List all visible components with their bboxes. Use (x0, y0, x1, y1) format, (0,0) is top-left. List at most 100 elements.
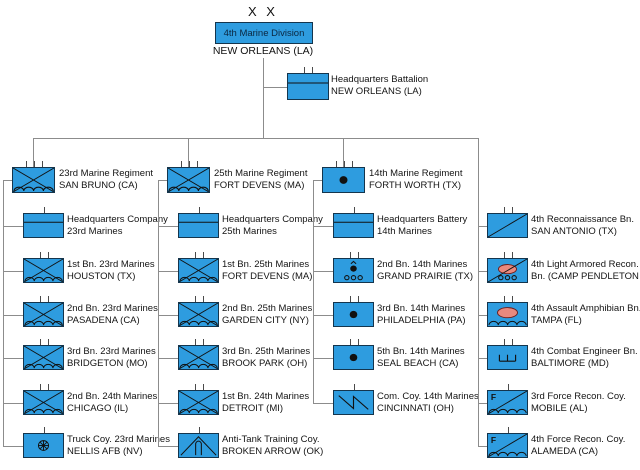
echelon-tick (33, 161, 35, 167)
unit-location: BROOK PARK (OH) (222, 358, 308, 370)
echelon-tick (503, 252, 505, 258)
echelon-tick (507, 384, 509, 390)
echelon-tick (194, 384, 196, 390)
unit-name: 4th Light Armored Recon. (531, 259, 639, 270)
echelon-tick (511, 339, 513, 345)
unit-name: 14th Marine Regiment (369, 168, 463, 179)
echelon-tick (202, 384, 204, 390)
unit-name: 4th Combat Engineer Bn. (531, 346, 638, 357)
unit-name: 3rd Force Recon. Coy. (531, 391, 626, 402)
unit-symbol-box (23, 302, 64, 327)
unit-symbol-box (23, 258, 64, 283)
connector-line (313, 180, 314, 403)
unit-symbol-box (23, 433, 64, 458)
aav-icon (488, 307, 527, 326)
unit-name: 4th Reconnaissance Bn. (531, 214, 634, 225)
unit-location: PHILADELPHIA (PA) (377, 315, 466, 327)
signal-icon (338, 395, 369, 410)
echelon-tick (194, 252, 196, 258)
unit-name: 2nd Bn. 14th Marines (377, 259, 468, 270)
unit-location: 23rd Marines (67, 226, 123, 238)
unit-location: GARDEN CITY (NY) (222, 315, 309, 327)
svg-text:F: F (491, 392, 496, 402)
connector-line (33, 138, 478, 139)
connector-line (3, 271, 23, 272)
arty-icon (339, 176, 348, 184)
unit-symbol-box (487, 258, 528, 283)
echelon-tick (357, 339, 359, 345)
unit-symbol-box (178, 213, 219, 238)
unit-symbol-box (12, 167, 55, 193)
echelon-tick (343, 161, 345, 167)
unit-symbol-box (487, 213, 528, 238)
echelon-tick (503, 339, 505, 345)
inf-amphib-icon (24, 346, 63, 369)
unit-symbol-box (287, 73, 329, 100)
unit-name: 1st Bn. 23rd Marines (67, 259, 155, 270)
unit-location: 14th Marines (377, 226, 432, 238)
inf-amphib-icon (179, 259, 218, 282)
unit-location: NELLIS AFB (NV) (67, 446, 143, 458)
connector-line (263, 58, 264, 138)
connector-line (158, 271, 178, 272)
connector-line (33, 138, 34, 167)
unit-location: CINCINNATI (OH) (377, 403, 454, 415)
unit-symbol-box (333, 390, 374, 415)
echelon-tick (503, 207, 505, 213)
echelon-tick (353, 207, 355, 213)
connector-line (313, 226, 333, 227)
unit-symbol-box (178, 345, 219, 370)
echelon-tick (511, 207, 513, 213)
unit-symbol-box (322, 167, 365, 193)
connector-line (478, 446, 487, 447)
connector-line (3, 358, 23, 359)
inf-amphib-icon (179, 391, 218, 414)
connector-line (478, 271, 487, 272)
unit-label: 4th Light Armored Recon.Bn. (CAMP PENDLE… (531, 259, 639, 284)
inf-amphib-icon (179, 346, 218, 369)
unit-location: FORT DEVENS (MA) (222, 271, 313, 283)
unit-name: Headquarters Company (222, 214, 323, 225)
connector-line (478, 358, 487, 359)
unit-location: SEAL BEACH (CA) (377, 358, 459, 370)
echelon-tick (47, 296, 49, 302)
echelon-tick (47, 339, 49, 345)
svg-text:F: F (491, 435, 496, 445)
unit-symbol-box: F (487, 390, 528, 415)
echelon-tick (43, 427, 45, 433)
echelon-tick (349, 296, 351, 302)
connector-line (478, 226, 487, 227)
hq-icon (334, 221, 373, 223)
arty-towed-icon (344, 260, 363, 281)
unit-location: 25th Marines (222, 226, 277, 238)
arty-icon (349, 310, 358, 319)
echelon-tick (202, 296, 204, 302)
unit-symbol-box (178, 302, 219, 327)
unit-symbol-box (487, 302, 528, 327)
unit-name: 4th Assault Amphibian Bn. (531, 303, 640, 314)
connector-line (158, 446, 178, 447)
unit-name: 1st Bn. 25th Marines (222, 259, 310, 270)
unit-symbol-box (487, 345, 528, 370)
unit-location: TAMPA (FL) (531, 315, 582, 327)
echelon-tick (39, 252, 41, 258)
echelon-tick (312, 67, 313, 73)
echelon-tick (507, 427, 509, 433)
unit-symbol-box: F (487, 433, 528, 458)
division-location: NEW ORLEANS (LA) (212, 45, 314, 57)
connector-line (3, 180, 12, 181)
echelon-tick (349, 252, 351, 258)
unit-symbol-box (178, 390, 219, 415)
unit-symbol-box (178, 258, 219, 283)
hq-icon (288, 82, 328, 84)
connector-line (313, 403, 333, 404)
echelon-tick (351, 161, 353, 167)
unit-location: SAN BRUNO (CA) (59, 180, 138, 192)
